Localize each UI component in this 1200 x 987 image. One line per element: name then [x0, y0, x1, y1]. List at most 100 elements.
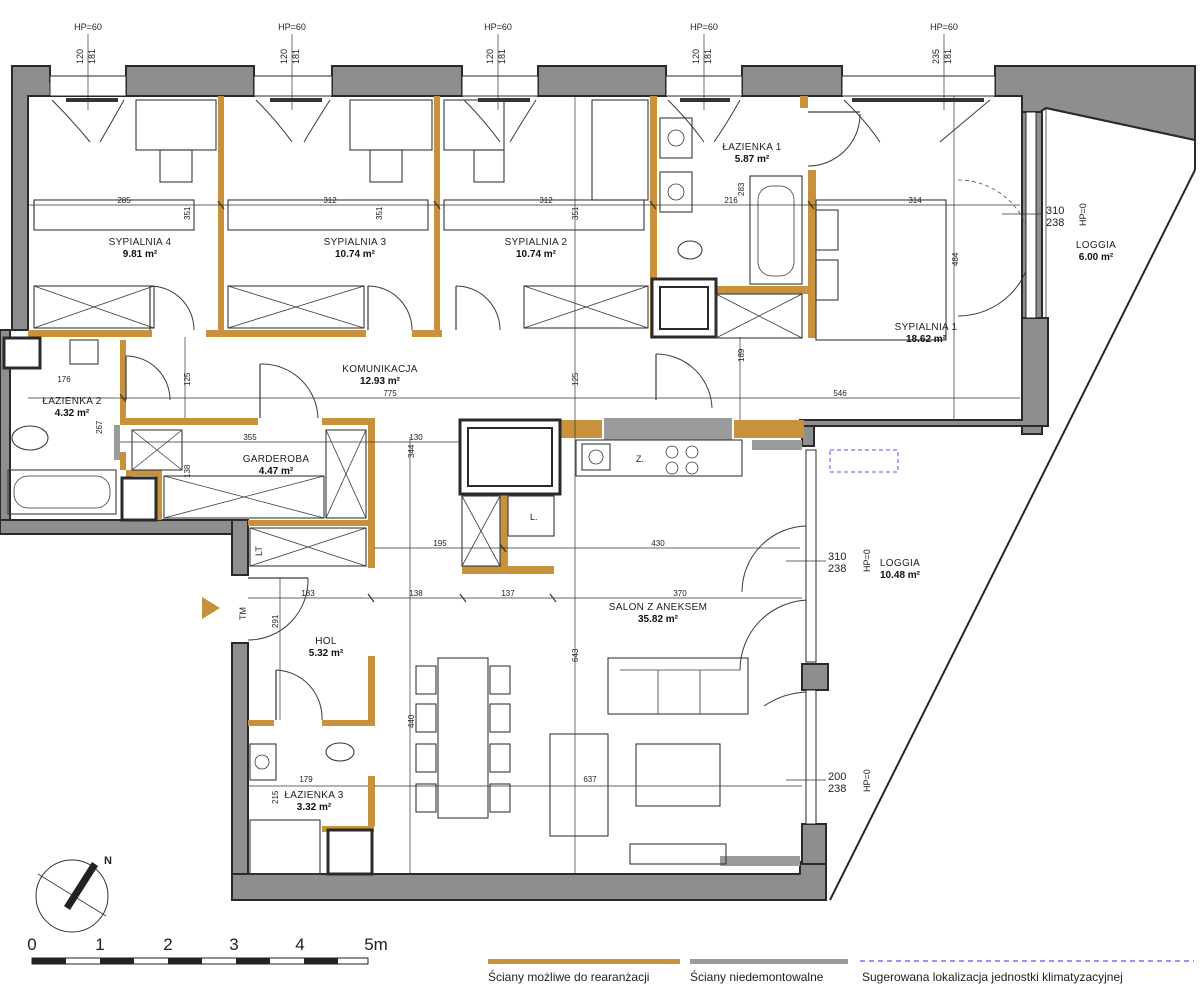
svg-text:137: 137 — [501, 589, 515, 598]
svg-text:440: 440 — [407, 714, 416, 728]
room-name-sypialnia-4: SYPIALNIA 4 — [109, 237, 172, 248]
svg-text:125: 125 — [183, 372, 192, 386]
svg-text:TM: TM — [238, 607, 248, 620]
room-name-sypialnia-2: SYPIALNIA 2 — [505, 237, 568, 248]
appliance-labels: Z. L. LT TM — [238, 454, 644, 620]
svg-text:310: 310 — [828, 551, 846, 563]
svg-text:215: 215 — [271, 790, 280, 804]
room-area-komunikacja: 12.93 m² — [360, 376, 401, 387]
structural-walls — [114, 418, 802, 866]
window-hp-label: HP=60 — [74, 22, 102, 32]
svg-text:285: 285 — [117, 196, 131, 205]
svg-text:181: 181 — [703, 49, 713, 64]
svg-text:125: 125 — [571, 372, 580, 386]
svg-text:HP=0: HP=0 — [862, 549, 872, 572]
svg-text:181: 181 — [497, 49, 507, 64]
svg-text:HP=0: HP=0 — [1078, 203, 1088, 226]
room-name-garderoba: GARDEROBA — [243, 454, 310, 465]
svg-text:195: 195 — [433, 539, 447, 548]
side-window-labels: 310 238 HP=0 310 238 HP=0 200 238 HP=0 — [786, 203, 1088, 795]
svg-text:181: 181 — [943, 49, 953, 64]
scale-tick: 4 — [295, 935, 304, 954]
svg-text:351: 351 — [183, 206, 192, 220]
room-area-loggia-1: 6.00 m² — [1079, 252, 1114, 263]
room-name-loggia-2: LOGGIA — [880, 558, 920, 569]
svg-text:120: 120 — [485, 49, 495, 64]
room-name-sypialnia-3: SYPIALNIA 3 — [324, 237, 387, 248]
svg-text:484: 484 — [951, 252, 960, 266]
svg-text:344: 344 — [407, 444, 416, 458]
svg-text:312: 312 — [323, 196, 337, 205]
compass: N — [35, 855, 112, 933]
legend-label-ac: Sugerowana lokalizacja jednostki klimaty… — [862, 970, 1123, 984]
svg-text:430: 430 — [651, 539, 665, 548]
svg-text:238: 238 — [1046, 217, 1064, 229]
svg-text:291: 291 — [271, 614, 280, 628]
room-area-lazienka-1: 5.87 m² — [735, 154, 770, 165]
room-area-sypialnia-4: 9.81 m² — [123, 249, 158, 260]
svg-text:120: 120 — [691, 49, 701, 64]
svg-text:235: 235 — [931, 49, 941, 64]
scale-tick: 5m — [364, 935, 388, 954]
svg-text:351: 351 — [375, 206, 384, 220]
svg-text:370: 370 — [673, 589, 687, 598]
svg-text:310: 310 — [1046, 205, 1064, 217]
room-area-garderoba: 4.47 m² — [259, 466, 294, 477]
room-name-salon: SALON Z ANEKSEM — [609, 602, 707, 613]
window-hp-label: HP=60 — [930, 22, 958, 32]
scale-tick: 1 — [95, 935, 104, 954]
svg-text:238: 238 — [828, 783, 846, 795]
room-name-hol: HOL — [315, 636, 337, 647]
svg-text:189: 189 — [737, 348, 746, 362]
room-area-lazienka-3: 3.32 m² — [297, 802, 332, 813]
legend-label-partition: Ściany możliwe do rearanżacji — [488, 969, 649, 984]
svg-text:138: 138 — [183, 464, 192, 478]
dimension-labels: 285 312 312 216 314 351 351 351 283 484 … — [57, 182, 960, 804]
room-name-lazienka-2: ŁAZIENKA 2 — [42, 396, 101, 407]
right-windows — [805, 111, 1037, 825]
legend-swatch-structural — [690, 959, 848, 964]
room-area-hol: 5.32 m² — [309, 648, 344, 659]
svg-text:L.: L. — [530, 512, 538, 522]
scale-tick: 2 — [163, 935, 172, 954]
svg-text:LT: LT — [254, 546, 264, 556]
entrance-arrow-icon — [202, 597, 220, 619]
svg-text:HP=0: HP=0 — [862, 769, 872, 792]
svg-text:181: 181 — [87, 49, 97, 64]
room-area-lazienka-2: 4.32 m² — [55, 408, 90, 419]
svg-text:267: 267 — [95, 420, 104, 434]
svg-text:355: 355 — [243, 433, 257, 442]
scale-bar: 0 1 2 3 4 5m — [27, 935, 388, 965]
partition-walls — [28, 96, 816, 832]
legend-label-structural: Ściany niedemontowalne — [690, 969, 824, 984]
svg-text:179: 179 — [299, 775, 313, 784]
window-labels: HP=60 120 181 HP=60 120 181 HP=60 120 18… — [74, 22, 958, 110]
room-area-sypialnia-1: 18.62 m² — [906, 334, 947, 345]
svg-text:130: 130 — [409, 433, 423, 442]
room-area-sypialnia-3: 10.74 m² — [335, 249, 376, 260]
svg-text:138: 138 — [409, 589, 423, 598]
svg-text:637: 637 — [583, 775, 597, 784]
svg-text:775: 775 — [383, 389, 397, 398]
doors — [125, 111, 1033, 721]
compass-north-label: N — [104, 855, 112, 867]
room-area-loggia-2: 10.48 m² — [880, 570, 921, 581]
window-hp-label: HP=60 — [484, 22, 512, 32]
compass-needle-icon — [64, 862, 98, 910]
top-windows — [49, 75, 996, 143]
loggia-outline — [829, 107, 1196, 901]
svg-text:183: 183 — [301, 589, 315, 598]
svg-text:216: 216 — [724, 196, 738, 205]
svg-text:643: 643 — [571, 648, 580, 662]
svg-text:312: 312 — [539, 196, 553, 205]
furniture — [7, 99, 947, 875]
ac-unit-location — [829, 449, 899, 473]
legend: Ściany możliwe do rearanżacji Ściany nie… — [488, 959, 1194, 984]
room-area-sypialnia-2: 10.74 m² — [516, 249, 557, 260]
room-labels: SYPIALNIA 4 9.81 m² SYPIALNIA 3 10.74 m²… — [42, 142, 1115, 813]
room-area-salon: 35.82 m² — [638, 614, 679, 625]
room-name-sypialnia-1: SYPIALNIA 1 — [895, 322, 958, 333]
room-name-lazienka-3: ŁAZIENKA 3 — [284, 790, 343, 801]
dimension-lines — [28, 96, 1020, 874]
